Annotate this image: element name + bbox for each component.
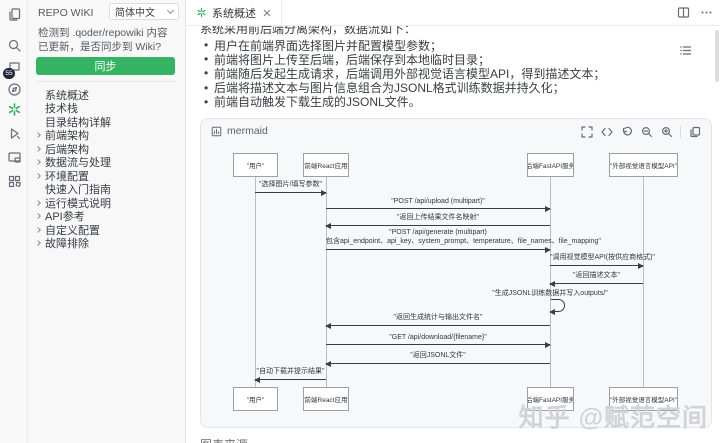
chevron-right-icon: [35, 213, 41, 220]
search-icon[interactable]: [5, 36, 23, 54]
self-message-loop: [549, 299, 565, 315]
editor-area: 系统概述 系统采用前后端分离架构，数据流如下： 用户在前端界面选择图片并配置模型…: [186, 0, 720, 443]
copy-icon[interactable]: [688, 125, 701, 138]
sequence-message: "POST /api/generate (multipart)包含api_end…: [326, 227, 601, 253]
chat-icon[interactable]: 55: [3, 58, 23, 79]
bullet-list: 用户在前端界面选择图片并配置模型参数； 前端将图片上传至后端，后端保存到本地临时…: [200, 38, 700, 109]
sidebar-item-env-config[interactable]: 环境配置: [28, 169, 186, 183]
sequence-message: "返回上传结果文件名映射": [325, 212, 550, 229]
language-selector-value: 简体中文: [115, 8, 155, 19]
sidebar-item-api-reference[interactable]: API参考: [28, 210, 186, 223]
scrollbar-thumb[interactable]: [715, 30, 719, 82]
chevron-right-icon: [35, 199, 41, 206]
chevron-right-icon: [35, 226, 41, 233]
wiki-flower-icon[interactable]: [5, 100, 23, 118]
tab-title: 系统概述: [212, 7, 256, 20]
sequence-message: "返回描述文本": [549, 270, 643, 287]
sidebar-title: REPO WIKI: [38, 7, 94, 19]
tab-bar: 系统概述: [186, 0, 720, 26]
fit-screen-icon[interactable]: [580, 125, 593, 138]
chat-badge: 55: [3, 68, 15, 79]
sequence-message: "POST /api/upload (multipart)": [326, 195, 551, 212]
more-actions-icon[interactable]: [699, 5, 714, 20]
watermark: 知乎 @赋范空间: [518, 404, 708, 432]
bullet-item: 后端将描述文本与图片信息组合为JSONL格式训练数据并持久化；: [200, 81, 700, 95]
chevron-down-icon: [166, 6, 175, 15]
pages-icon[interactable]: [5, 5, 23, 23]
actor-backend-bottom: "后端FastAPI服务": [527, 387, 574, 411]
language-selector[interactable]: 简体中文: [109, 3, 179, 20]
sequence-message: "返回JSONL文件": [325, 350, 550, 367]
zoom-in-icon[interactable]: [660, 125, 673, 138]
sidebar-item-troubleshooting[interactable]: 故障排除: [28, 237, 186, 250]
sidebar-item-dataflow[interactable]: 数据流与处理: [28, 156, 186, 169]
sequence-message: "返回生成统计与输出文件名": [325, 312, 550, 329]
sidebar-item-directory-structure[interactable]: 目录结构详解: [45, 116, 111, 129]
sync-notice: 检测到 .qoder/repowiki 内容已更新，是否同步到 Wiki?: [38, 27, 168, 53]
sidebar-divider: [36, 81, 177, 82]
activity-bar: 55: [0, 0, 28, 443]
sequence-diagram: "用户" "前端React应用" "后端FastAPI服务" "外部视觉语言模型…: [201, 119, 713, 429]
sidebar-item-custom-config[interactable]: 自定义配置: [28, 223, 186, 237]
lifeline: [326, 177, 327, 387]
sidebar-item-system-overview[interactable]: 系统概述: [45, 89, 89, 102]
bullet-item: 用户在前端界面选择图片并配置模型参数；: [200, 38, 700, 52]
lifeline: [255, 177, 256, 387]
actor-vlm-api-bottom: "外部视觉语言模型API": [609, 387, 678, 411]
diagram-icon: [211, 126, 222, 136]
sidebar-item-run-modes[interactable]: 运行模式说明: [28, 196, 186, 210]
code-icon[interactable]: [600, 125, 613, 138]
mermaid-header: mermaid: [201, 119, 711, 145]
actor-frontend-top: "前端React应用": [303, 153, 349, 177]
sync-button[interactable]: 同步: [36, 57, 175, 75]
chevron-right-icon: [35, 159, 41, 166]
outline-toggle-icon[interactable]: [677, 42, 694, 59]
actor-user-top: "用户": [233, 153, 278, 177]
lifeline: [643, 177, 644, 387]
chevron-right-icon: [35, 172, 41, 179]
self-message-label: "生成JSONL训练数据并写入outputs/": [492, 290, 608, 297]
sidebar-item-quickstart[interactable]: 快速入门指南: [45, 184, 111, 197]
mermaid-block: mermaid: [200, 118, 712, 428]
reset-icon[interactable]: [620, 125, 633, 138]
compass-icon[interactable]: [5, 80, 23, 98]
sidebar-item-tech-stack[interactable]: 技术栈: [45, 103, 78, 116]
actor-vlm-api-top: "外部视觉语言模型API": [609, 153, 678, 177]
bullet-item: 前端随后发起生成请求，后端调用外部视觉语言模型API，得到描述文本；: [200, 66, 700, 80]
sequence-message: "自动下载并提示结果": [254, 366, 326, 383]
wiki-flower-icon: [197, 7, 206, 18]
actor-backend-top: "后端FastAPI服务": [527, 153, 574, 177]
run-debug-icon[interactable]: [5, 124, 23, 142]
figure-caption: 图表来源: [200, 436, 248, 443]
sidebar-item-frontend-arch[interactable]: 前端架构: [28, 129, 186, 142]
split-editor-icon[interactable]: [676, 5, 691, 20]
bullet-item: 前端自动触发下载生成的JSONL文件。: [200, 95, 700, 109]
sidebar-nav: 系统概述 技术栈 目录结构详解 前端架构 后端架构 数据流与处理 环境配置 快速…: [28, 88, 186, 250]
sidebar-item-backend-arch[interactable]: 后端架构: [28, 142, 186, 156]
zoom-out-icon[interactable]: [640, 125, 653, 138]
extensions-icon[interactable]: [5, 172, 23, 190]
sequence-message: "GET /api/download/{filename}": [326, 331, 551, 348]
actor-frontend-bottom: "前端React应用": [303, 387, 349, 411]
tab-system-overview[interactable]: 系统概述: [188, 0, 282, 25]
remote-window-icon[interactable]: [5, 148, 23, 166]
sequence-message: "选择图片/填写参数": [255, 179, 327, 196]
actor-user-bottom: "用户": [233, 387, 278, 411]
mermaid-label: mermaid: [227, 125, 268, 137]
chevron-right-icon: [35, 132, 41, 139]
bullet-item: 前端将图片上传至后端，后端保存到本地临时目录；: [200, 52, 700, 66]
chevron-right-icon: [35, 240, 41, 247]
chevron-right-icon: [35, 145, 41, 152]
sidebar: REPO WIKI 简体中文 检测到 .qoder/repowiki 内容已更新…: [28, 0, 186, 443]
toolbar-divider: [680, 125, 681, 138]
sequence-message: "调用视觉模型API(按供应商格式)": [550, 252, 655, 269]
close-icon[interactable]: [261, 7, 273, 19]
